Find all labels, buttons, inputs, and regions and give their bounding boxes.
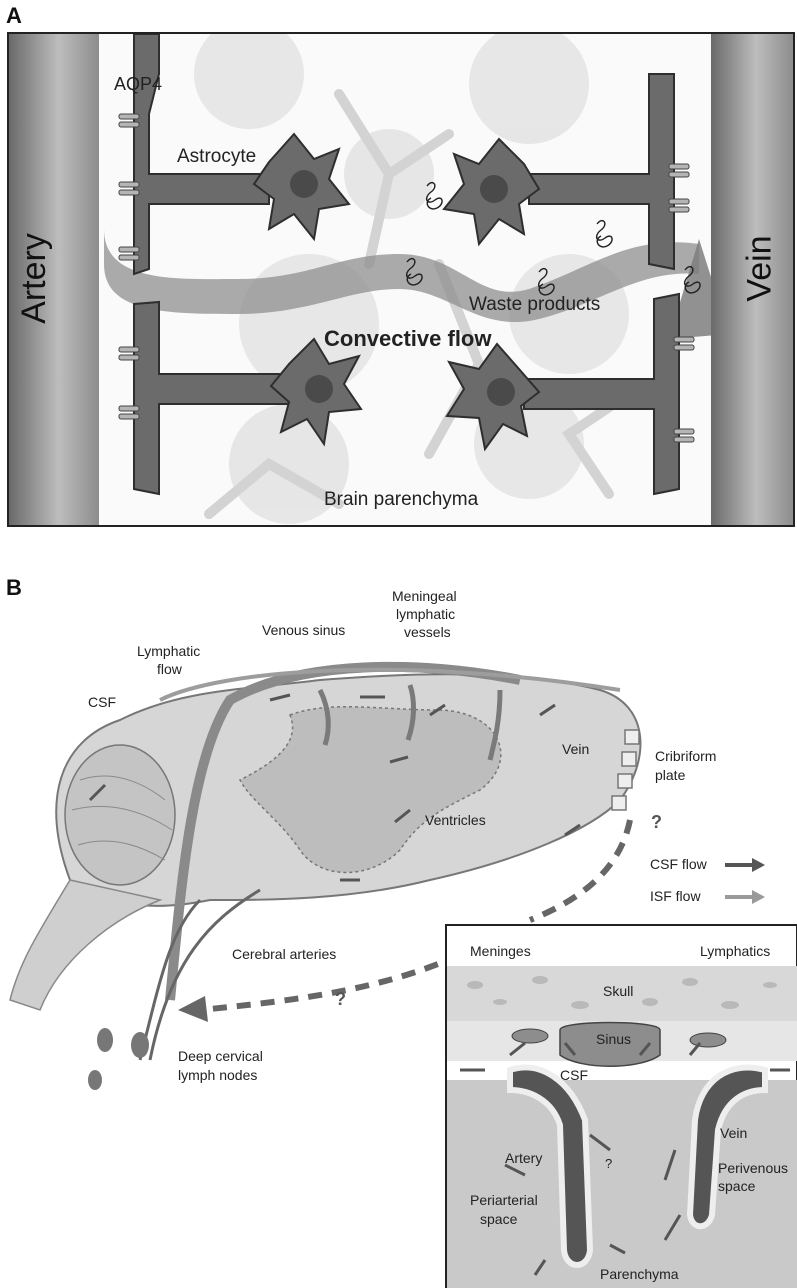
- inset-lymphatic-right: [690, 1033, 726, 1047]
- inset-artery: [510, 1067, 590, 1265]
- meningeal-lymphatic-label-1: Meningeal: [392, 588, 457, 604]
- inset-artery-label: Artery: [505, 1150, 542, 1166]
- meningeal-lymphatic-vessel: [160, 670, 620, 700]
- csf-label: CSF: [88, 694, 116, 710]
- csf-flow-arrows: [90, 695, 580, 880]
- inset-vein-label: Vein: [720, 1125, 747, 1141]
- astrocyte-label: Astrocyte: [177, 146, 256, 168]
- inset-parenchyma-label: Parenchyma: [600, 1266, 679, 1282]
- legend-csf-flow-label: CSF flow: [650, 856, 707, 872]
- cortical-veins: [320, 685, 500, 760]
- meningeal-lymphatic-label-2: lymphatic: [396, 606, 455, 622]
- vein-label: Vein: [741, 235, 780, 301]
- inset-perivenous-label-2: space: [718, 1178, 755, 1194]
- ventricles-label: Ventricles: [425, 812, 486, 828]
- lymphatic-flow-label-1: Lymphatic: [137, 643, 200, 659]
- cerebellum-folia: [72, 776, 172, 860]
- panel-a-artwork: [9, 34, 793, 525]
- venous-sinus: [170, 667, 520, 1000]
- inset-skull-label: Skull: [603, 983, 633, 999]
- deep-cervical-label-1: Deep cervical: [178, 1048, 263, 1064]
- artery-label: Artery: [15, 233, 54, 324]
- legend-isf-arrowhead: [752, 890, 765, 904]
- convective-flow-label: Convective flow: [324, 326, 491, 352]
- lymphatic-flow-label-2: flow: [157, 661, 182, 677]
- venous-sinus-label: Venous sinus: [262, 622, 345, 638]
- panel-a-diagram: Artery Vein AQP4 Astrocyte Waste product…: [7, 32, 795, 527]
- inset-meninges-label: Meninges: [470, 943, 531, 959]
- panel-b-letter: B: [6, 575, 22, 601]
- cribriform-plate-label-1: Cribriform: [655, 748, 716, 764]
- cerebral-arteries: [140, 890, 260, 1060]
- aqp4-label: AQP4: [114, 74, 162, 95]
- inset-sinus-label: Sinus: [596, 1031, 631, 1047]
- brain-outline: [56, 674, 640, 906]
- cerebellum: [65, 745, 175, 885]
- cribriform-plate: [612, 730, 639, 810]
- cribriform-plate-label-2: plate: [655, 767, 685, 783]
- deep-cervical-label-2: lymph nodes: [178, 1067, 257, 1083]
- inset-question-mark: ?: [605, 1156, 612, 1171]
- drainage-question-mark: ?: [335, 989, 346, 1010]
- cerebral-arteries-label: Cerebral arteries: [232, 946, 336, 962]
- legend-isf-flow-label: ISF flow: [650, 888, 701, 904]
- inset-vein: [690, 1067, 765, 1226]
- waste-products-label: Waste products: [469, 294, 600, 316]
- inset-csf-label: CSF: [560, 1067, 588, 1083]
- deep-cervical-lymph-nodes: [88, 1028, 149, 1090]
- ventricles: [240, 707, 501, 873]
- brain-parenchyma-label: Brain parenchyma: [324, 489, 478, 511]
- cribriform-question-mark: ?: [651, 812, 662, 833]
- drainage-arrowhead: [178, 996, 208, 1022]
- inset-lymphatics-label: Lymphatics: [700, 943, 770, 959]
- inset-frame: [446, 925, 797, 1288]
- inset-perivenous-label-1: Perivenous: [718, 1160, 788, 1176]
- meningeal-lymphatic-label-3: vessels: [404, 624, 451, 640]
- panel-a-letter: A: [6, 3, 22, 29]
- drainage-routes: [200, 820, 630, 1010]
- inset-lymphatic-left: [512, 1029, 548, 1043]
- brainstem: [10, 880, 160, 1010]
- inset-periarterial-label-1: Periarterial: [470, 1192, 538, 1208]
- inset-periarterial-label-2: space: [480, 1211, 517, 1227]
- legend-csf-arrowhead: [752, 858, 765, 872]
- vein-label-b: Vein: [562, 741, 589, 757]
